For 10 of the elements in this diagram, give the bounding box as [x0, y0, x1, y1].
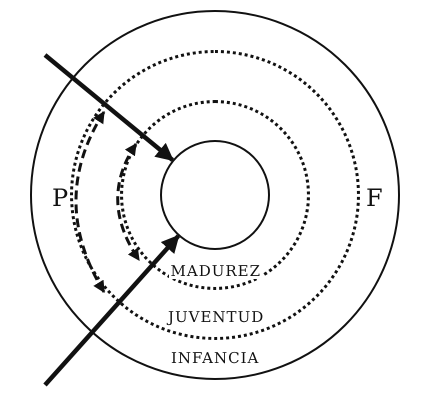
stage-label: INFANCIA [169, 350, 262, 366]
stage-label: MADUREZ [168, 263, 264, 279]
side-letter: F [366, 185, 383, 211]
side-letter: P [52, 185, 68, 211]
arrow [43, 234, 180, 386]
life-stage-ring [120, 100, 310, 290]
arrow [44, 53, 174, 162]
center-circle [160, 140, 270, 250]
life-stage-ring [70, 50, 360, 340]
life-stage-ring [30, 10, 400, 380]
